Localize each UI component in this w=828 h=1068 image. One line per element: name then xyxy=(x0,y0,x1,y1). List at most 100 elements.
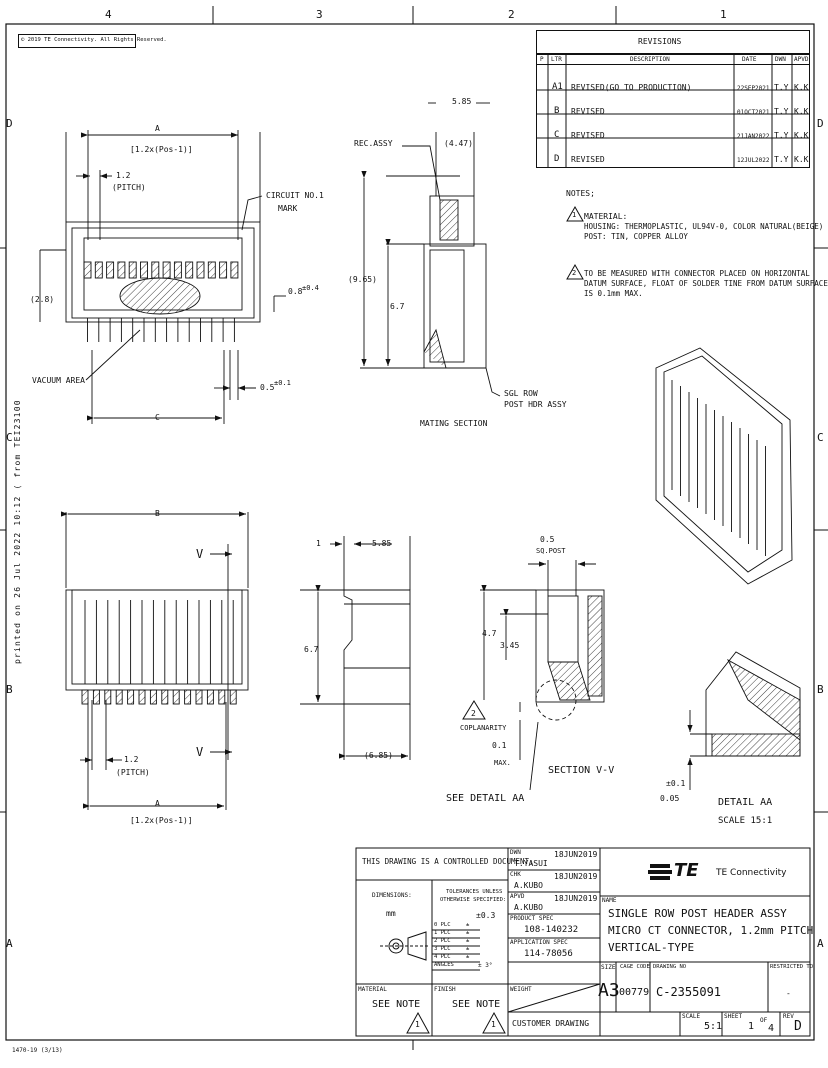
top-view xyxy=(39,130,286,424)
dwn-date: 18JUN2019 xyxy=(554,850,598,859)
dim-sec-3-45: 3.45 xyxy=(500,641,520,650)
pin-front xyxy=(104,689,112,705)
rev-header-apvd: APVD xyxy=(794,56,809,63)
chk-label: CHK xyxy=(510,871,521,878)
zone-left-a: A xyxy=(6,937,13,950)
label-post-hdr: POST HDR ASSY xyxy=(504,400,567,409)
pin-top xyxy=(162,261,171,279)
sheet-label: SHEET xyxy=(724,1013,743,1020)
pin-top xyxy=(140,261,148,279)
pin-top xyxy=(185,261,194,279)
finish-note-triangle-icon xyxy=(482,1012,506,1034)
label-vacuum-area: VACUUM AREA xyxy=(32,376,85,385)
front-view-pins xyxy=(81,600,237,705)
part-name-line2: MICRO CT CONNECTOR, 1.2mm PITCH xyxy=(608,924,814,937)
finish-value: SEE NOTE xyxy=(452,999,501,1010)
pin-front xyxy=(81,689,89,705)
apvd-name: A.KUBO xyxy=(514,903,543,912)
tol-2-plc: 2 PLC xyxy=(434,938,451,944)
label-sq-post: SQ.POST xyxy=(536,547,566,555)
note-1-triangle-icon xyxy=(566,206,584,222)
label-circuit-no: CIRCUIT NO.1 xyxy=(266,191,324,200)
dimensions-label: DIMENSIONS: xyxy=(372,892,412,899)
pin-front xyxy=(149,689,157,705)
note-2-ref-number: 2 xyxy=(471,709,476,718)
dim-6-7-top: 6.7 xyxy=(390,302,405,311)
note-2-line3: IS 0.1mm MAX. xyxy=(584,289,643,298)
tol-1-plc: 1 PLC xyxy=(434,930,451,936)
note-1-line2: HOUSING: THERMOPLASTIC, UL94V-0, COLOR N… xyxy=(584,222,824,231)
dim-a-bottom-formula: [1.2x(Pos-1)] xyxy=(130,816,193,825)
size-label: SIZE xyxy=(601,964,616,971)
note-1-line1: MATERIAL: xyxy=(584,212,628,221)
tol-1-plc-pm: ± xyxy=(466,930,470,936)
part-name-line1: SINGLE ROW POST HEADER ASSY xyxy=(608,907,787,920)
zone-left-b: B xyxy=(6,683,13,696)
zone-right-c: C xyxy=(817,431,824,444)
note-2-line2: DATUM SURFACE, FLOAT OF SOLDER TINE FROM… xyxy=(584,279,828,288)
restricted-label: RESTRICTED TO xyxy=(770,964,814,970)
dim-detail-tol: ±0.1 xyxy=(666,779,686,788)
label-section-vv: SECTION V-V xyxy=(548,765,615,776)
material-note-triangle-icon xyxy=(406,1012,430,1034)
dimensions-unit: mm xyxy=(386,909,396,918)
te-logo-mark-icon xyxy=(648,864,672,880)
dwn-label: DWN xyxy=(510,849,521,856)
pin-top xyxy=(230,261,239,279)
customer-drawing: CUSTOMER DRAWING xyxy=(512,1019,590,1028)
part-name-line3: VERTICAL-TYPE xyxy=(608,941,695,954)
zone-right-b: B xyxy=(817,683,824,696)
pin-front xyxy=(218,689,226,705)
tol-4-plc-pm: ± xyxy=(466,954,470,960)
size-value: A3 xyxy=(598,980,620,1001)
dim-side-6-85: (6.85) xyxy=(364,751,393,760)
dim-a-top-formula: [1.2x(Pos-1)] xyxy=(130,145,193,154)
copyright-box: © 2019 TE Connectivity. All Rights Reser… xyxy=(18,34,167,48)
dim-cop-max: MAX. xyxy=(494,759,511,767)
revisions-grid xyxy=(536,54,810,168)
pin-front xyxy=(115,689,123,705)
rev-header-ltr: LTR xyxy=(551,56,562,63)
zone-top-2: 2 xyxy=(508,8,515,21)
dim-sec-0-5: 0.5 xyxy=(540,535,555,544)
label-see-detail-aa: SEE DETAIL AA xyxy=(446,793,525,804)
dim-side-1: 1 xyxy=(316,539,321,548)
revisions-table: REVISIONS P LTR DESCRIPTION DATE DWN APV… xyxy=(536,30,810,168)
label-sgl-row: SGL ROW xyxy=(504,389,538,398)
pin-front xyxy=(127,689,135,705)
chk-name: A.KUBO xyxy=(514,881,543,890)
section-vv-view xyxy=(480,560,605,791)
zone-top-1: 1 xyxy=(720,8,727,21)
dim-0-5: 0.5 xyxy=(260,383,275,392)
dim-9-65: (9.65) xyxy=(348,275,377,284)
copyright-text: © 2019 TE Connectivity. All Rights Reser… xyxy=(21,37,167,43)
tol-2-plc-pm: ± xyxy=(466,938,470,944)
dim-a-bottom: A xyxy=(155,799,160,808)
sheet-of-label: OF xyxy=(760,1017,768,1024)
product-spec: 108-140232 xyxy=(524,925,579,935)
dim-pitch-bottom: 1.2 xyxy=(124,755,139,764)
pin-top xyxy=(128,261,137,279)
rev-header-dwn: DWN xyxy=(775,56,786,63)
pin-top xyxy=(117,261,126,279)
rev-header-date: DATE xyxy=(742,56,757,63)
pin-top xyxy=(196,261,205,279)
front-view xyxy=(60,511,249,810)
controlled-document: THIS DRAWING IS A CONTROLLED DOCUMENT. xyxy=(362,857,534,866)
note-2-number: 2 xyxy=(572,269,577,277)
pin-top xyxy=(207,261,216,279)
material-value: SEE NOTE xyxy=(372,999,421,1010)
rev-label: REV xyxy=(783,1013,794,1020)
drawing-number: C-2355091 xyxy=(656,985,722,999)
note-2-ref-triangle-icon xyxy=(462,700,486,720)
zone-top-3: 3 xyxy=(316,8,323,21)
dim-pitch-bottom-word: (PITCH) xyxy=(116,768,150,777)
dim-detail-0-05: 0.05 xyxy=(660,794,680,803)
pin-front xyxy=(138,689,146,705)
pin-front xyxy=(195,689,203,705)
label-coplanarity: COPLANARITY xyxy=(460,724,507,732)
pin-top xyxy=(219,261,228,279)
tol-4-plc: 4 PLC xyxy=(434,954,451,960)
pin-front xyxy=(92,689,100,705)
